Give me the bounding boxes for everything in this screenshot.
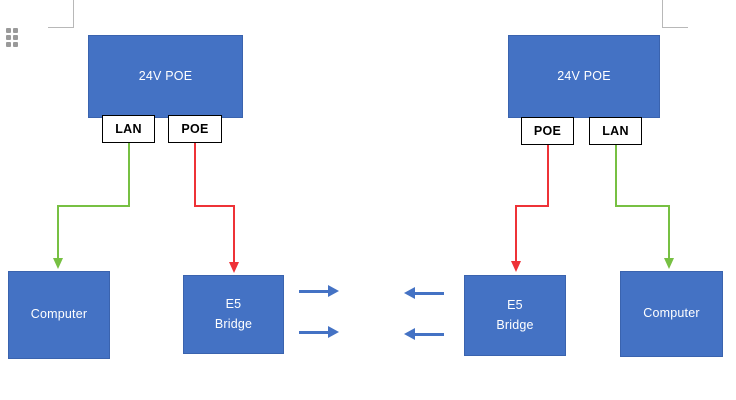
left-computer-shape[interactable]: Computer: [8, 271, 110, 359]
right-computer-label: Computer: [643, 306, 700, 321]
left-e5-bridge-shape[interactable]: E5 Bridge: [183, 275, 284, 354]
link-arrow-left-top: [404, 286, 444, 300]
cable-segment-horizontal: [515, 205, 549, 207]
cable-segment-horizontal: [57, 205, 130, 207]
cable-segment-horizontal: [194, 205, 235, 207]
drag-dot: [13, 35, 18, 40]
arrow-shaft: [299, 290, 330, 293]
cable-segment-vertical: [57, 205, 59, 260]
cable-segment-vertical: [128, 143, 130, 207]
drag-dot: [6, 35, 11, 40]
drag-handle-icon[interactable]: [6, 28, 22, 48]
drag-dot: [13, 42, 18, 47]
link-arrow-right-bottom: [299, 325, 339, 339]
cable-arrowhead: [511, 261, 521, 272]
arrow-shaft: [299, 331, 330, 334]
arrow-head-right-icon: [328, 326, 339, 338]
arrow-shaft: [413, 333, 444, 336]
drag-dot: [13, 28, 18, 33]
cable-segment-vertical: [547, 145, 549, 207]
drag-dot: [6, 28, 11, 33]
cable-segment-vertical: [194, 143, 196, 207]
cable-arrowhead: [664, 258, 674, 269]
right-poe-port-label: POE: [533, 124, 562, 138]
right-lan-port[interactable]: LAN: [589, 117, 642, 145]
margin-mark-horizontal-rule: [662, 27, 688, 28]
arrow-head-left-icon: [404, 287, 415, 299]
cable-segment-vertical: [515, 205, 517, 263]
left-lan-port[interactable]: LAN: [102, 115, 155, 143]
left-e5-bridge-label-line2: Bridge: [214, 316, 253, 331]
link-arrow-left-bottom: [404, 327, 444, 341]
right-poe-port[interactable]: POE: [521, 117, 574, 145]
link-arrow-right-top: [299, 284, 339, 298]
cable-segment-vertical: [615, 145, 617, 207]
arrow-head-right-icon: [328, 285, 339, 297]
left-lan-port-label: LAN: [115, 122, 142, 136]
right-e5-bridge-label-line1: E5: [507, 298, 523, 313]
cable-segment-horizontal: [615, 205, 670, 207]
right-e5-bridge-shape[interactable]: E5 Bridge: [464, 275, 566, 356]
left-e5-bridge-label-line1: E5: [225, 297, 242, 312]
right-computer-shape[interactable]: Computer: [620, 271, 723, 357]
right-e5-bridge-label-line2: Bridge: [496, 317, 534, 332]
top-left-margin-mark: [26, 0, 74, 28]
right-lan-port-label: LAN: [602, 124, 629, 138]
cable-arrowhead: [53, 258, 63, 269]
top-right-margin-mark: [662, 0, 710, 28]
arrow-head-left-icon: [404, 328, 415, 340]
right-poe-injector-shape[interactable]: 24V POE: [508, 35, 660, 118]
margin-mark-vertical-rule: [662, 0, 663, 28]
left-poe-port-label: POE: [181, 122, 209, 136]
left-poe-injector-shape[interactable]: 24V POE: [88, 35, 243, 118]
left-poe-injector-label: 24V POE: [138, 68, 193, 83]
arrow-shaft: [413, 292, 444, 295]
cable-arrowhead: [229, 262, 239, 273]
left-computer-label: Computer: [30, 307, 88, 322]
margin-mark-horizontal-rule: [48, 27, 74, 28]
cable-segment-vertical: [668, 205, 670, 260]
margin-mark-vertical-rule: [73, 0, 74, 28]
cable-segment-vertical: [233, 205, 235, 264]
left-poe-port[interactable]: POE: [168, 115, 222, 143]
right-poe-injector-label: 24V POE: [557, 68, 611, 83]
drag-dot: [6, 42, 11, 47]
